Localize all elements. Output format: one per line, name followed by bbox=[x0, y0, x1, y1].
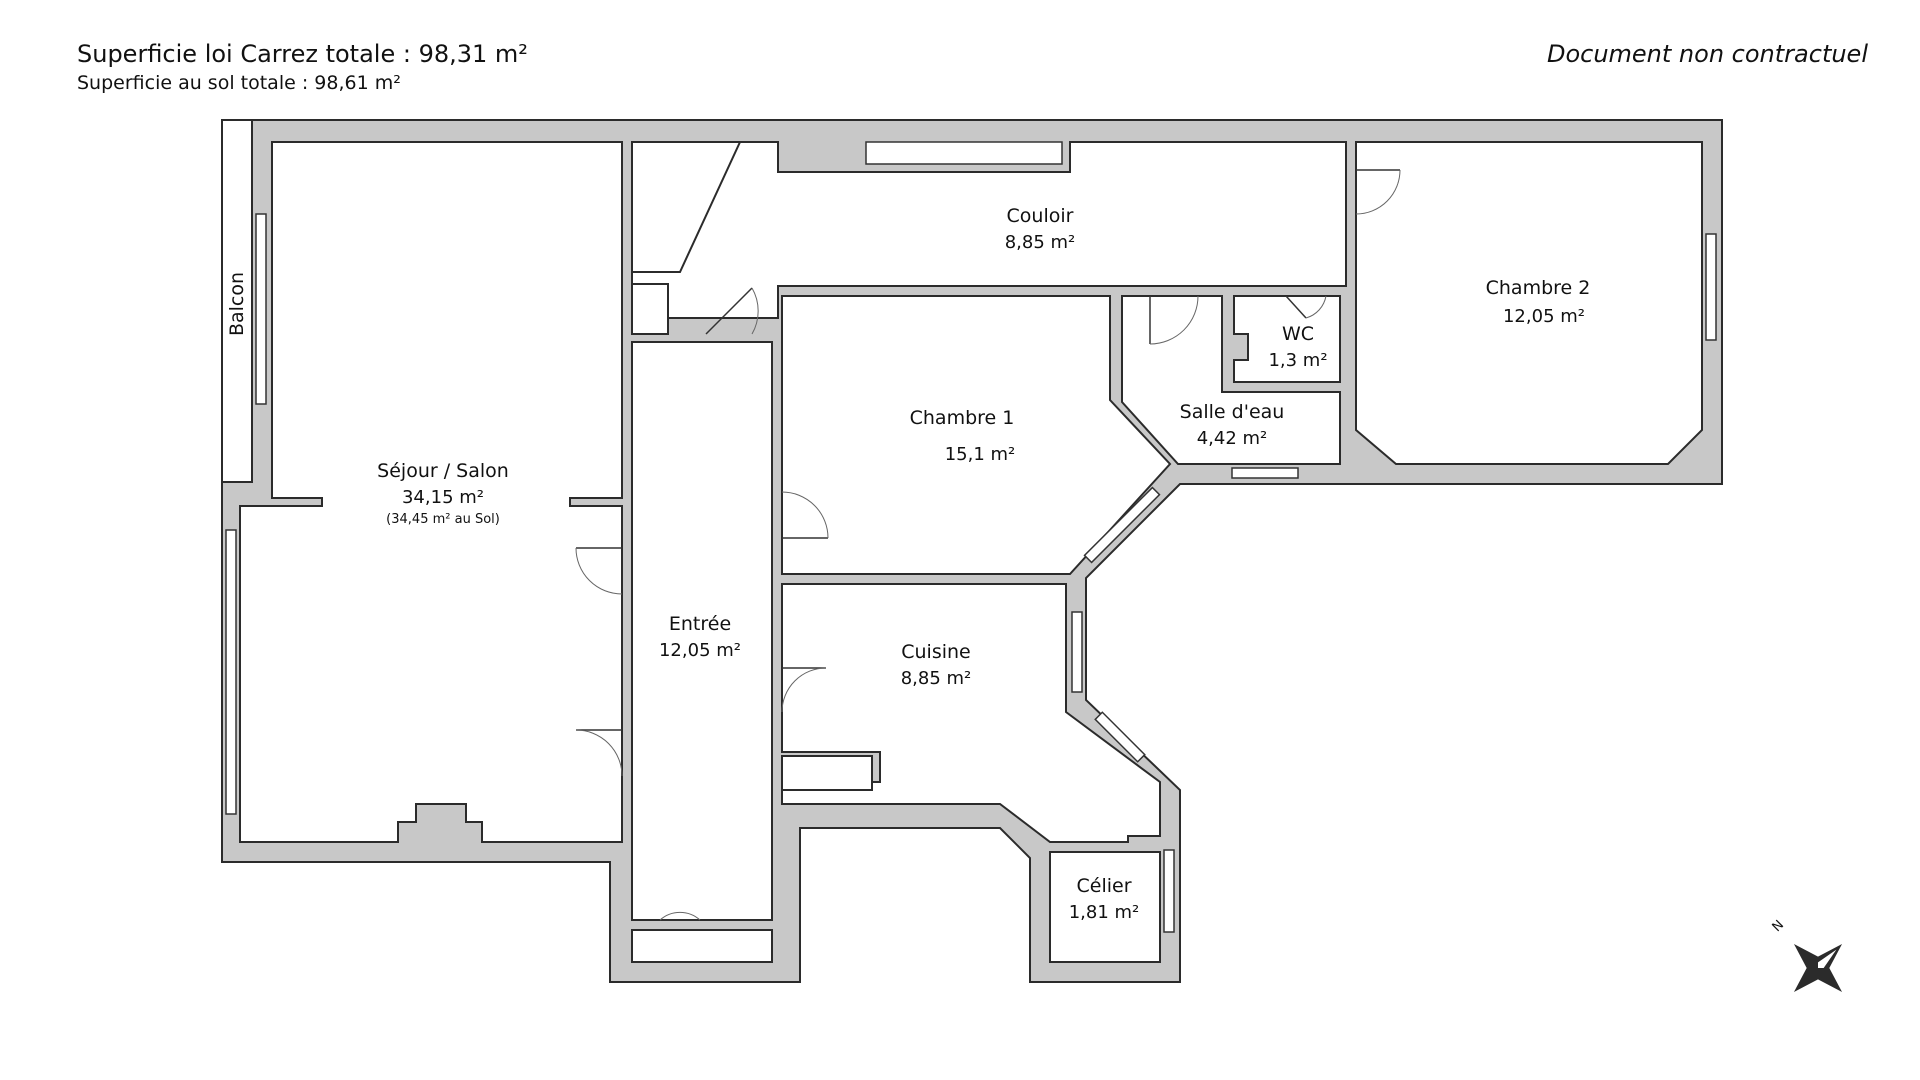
room-wc bbox=[1233, 295, 1341, 383]
room-chambre1 bbox=[781, 295, 1172, 575]
label-couloir-name: Couloir bbox=[1007, 205, 1074, 227]
room-entree-closet bbox=[631, 929, 773, 963]
label-wc-area: 1,3 m² bbox=[1268, 350, 1327, 371]
door-salle-eau bbox=[1149, 295, 1199, 345]
label-salle-eau-name: Salle d'eau bbox=[1180, 401, 1285, 423]
kitchen-counter bbox=[781, 755, 873, 791]
room-closet-small bbox=[631, 283, 669, 335]
room-couloir bbox=[631, 141, 1347, 319]
room-entree bbox=[631, 341, 773, 921]
door-entree-front bbox=[659, 911, 701, 921]
window-balcony bbox=[255, 213, 267, 405]
label-celier-name: Célier bbox=[1076, 875, 1131, 897]
window-salle-eau bbox=[1231, 467, 1299, 479]
room-closet-top bbox=[631, 141, 742, 273]
window-chambre1-diag bbox=[1083, 486, 1161, 564]
door-wc bbox=[1285, 295, 1327, 319]
label-couloir-area: 8,85 m² bbox=[1005, 232, 1076, 253]
label-entree-area: 12,05 m² bbox=[659, 640, 741, 661]
door-entree-chambre1 bbox=[781, 491, 829, 539]
door-entree-cuisine bbox=[781, 667, 827, 713]
disclaimer: Document non contractuel bbox=[1546, 40, 1868, 68]
label-cuisine-name: Cuisine bbox=[901, 641, 971, 663]
compass-rose-icon: N bbox=[1770, 918, 1843, 993]
label-entree-name: Entrée bbox=[669, 613, 731, 635]
balcony-label: Balcon bbox=[226, 272, 248, 336]
label-wc-name: WC bbox=[1282, 323, 1314, 345]
label-cuisine-area: 8,85 m² bbox=[901, 668, 972, 689]
label-celier-area: 1,81 m² bbox=[1069, 902, 1140, 923]
label-chambre1-name: Chambre 1 bbox=[910, 407, 1015, 429]
label-sejour-area: 34,15 m² bbox=[402, 487, 484, 508]
window-chambre2 bbox=[1705, 233, 1717, 341]
compass-north-label: N bbox=[1770, 918, 1787, 935]
label-sejour-note: (34,45 m² au Sol) bbox=[386, 512, 500, 527]
label-chambre1-area: 15,1 m² bbox=[945, 444, 1016, 465]
window-celier bbox=[1163, 849, 1175, 933]
total-carrez-area: Superficie loi Carrez totale : 98,31 m² bbox=[77, 40, 528, 68]
window-sejour-west bbox=[225, 529, 237, 815]
total-floor-area: Superficie au sol totale : 98,61 m² bbox=[77, 72, 401, 94]
window-cuisine-diag bbox=[1094, 711, 1146, 763]
door-chambre2 bbox=[1355, 169, 1401, 215]
balcony bbox=[221, 119, 253, 483]
label-salle-eau-area: 4,42 m² bbox=[1197, 428, 1268, 449]
door-sejour-1 bbox=[575, 547, 623, 595]
room-celier bbox=[1049, 851, 1161, 963]
label-chambre2-area: 12,05 m² bbox=[1503, 306, 1585, 327]
room-sejour bbox=[239, 141, 623, 843]
label-chambre2-name: Chambre 2 bbox=[1486, 277, 1591, 299]
window-cuisine-east bbox=[1071, 611, 1083, 693]
label-sejour-name: Séjour / Salon bbox=[377, 460, 509, 482]
room-chambre2 bbox=[1355, 141, 1703, 465]
room-cuisine bbox=[781, 583, 1161, 843]
door-entree-couloir bbox=[705, 287, 759, 335]
room-salle-eau bbox=[1121, 295, 1341, 465]
door-sejour-2 bbox=[575, 729, 623, 777]
window-couloir bbox=[865, 141, 1063, 165]
